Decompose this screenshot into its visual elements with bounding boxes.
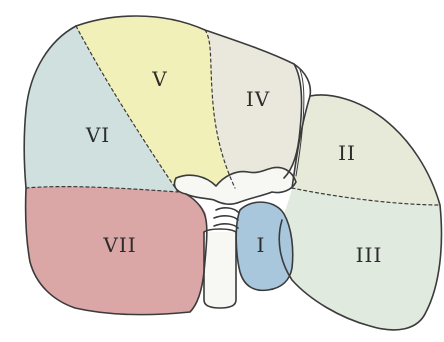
label-segment-v: V — [151, 67, 167, 91]
vena-cava-top — [204, 229, 236, 232]
label-segment-iii: III — [356, 243, 383, 267]
label-segment-ii: II — [338, 141, 356, 165]
segment-ii-region — [292, 95, 440, 205]
label-segment-vi: VI — [85, 123, 110, 147]
label-segment-iv: IV — [246, 87, 270, 111]
vena-cava — [204, 232, 236, 308]
vessel-coil — [214, 208, 238, 228]
label-segment-vii: VII — [102, 233, 136, 257]
label-segment-i: I — [257, 233, 266, 257]
